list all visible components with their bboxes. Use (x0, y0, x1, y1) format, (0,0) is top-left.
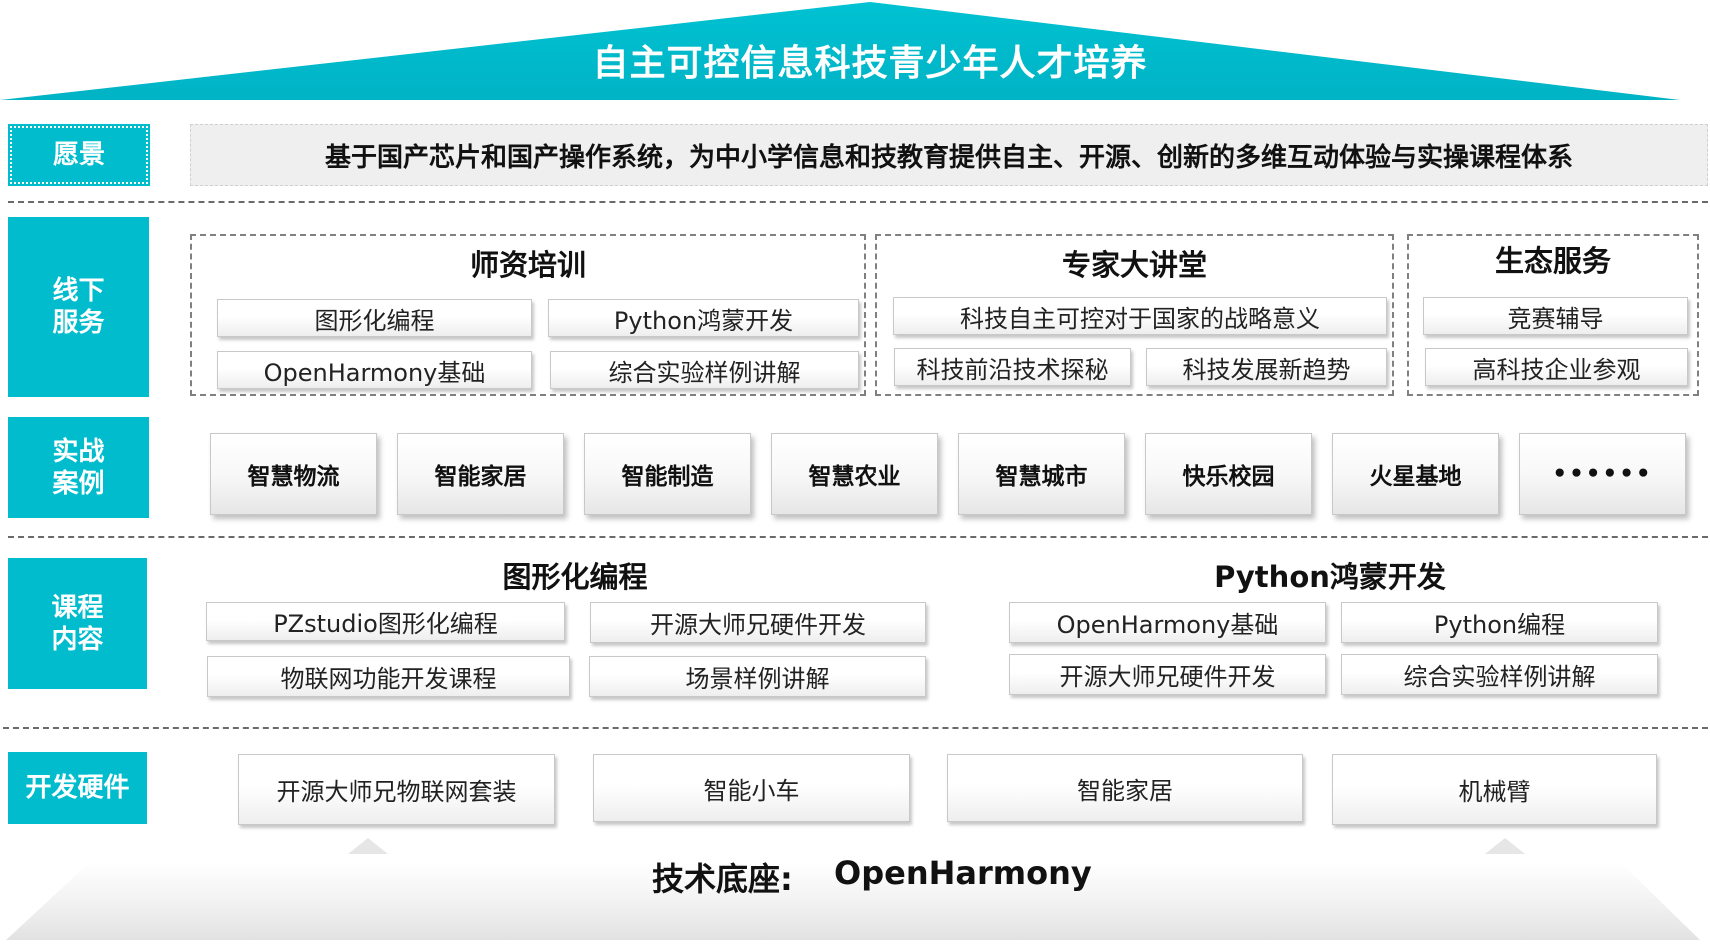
graphical-programming-title: 图形化编程 (502, 560, 648, 594)
course-item: 开源大师兄硬件开发 (1009, 654, 1326, 695)
separator (8, 201, 1708, 203)
base-platform (6, 862, 1700, 940)
ecosystem-service-group (1407, 234, 1699, 396)
case-card: 快乐校园 (1145, 433, 1312, 515)
tech-base-value: OpenHarmony (834, 854, 1092, 892)
teacher-training-title: 师资培训 (469, 248, 586, 282)
case-card: 智能制造 (584, 433, 751, 515)
case-card-more: •••••• (1519, 433, 1686, 515)
python-harmony-title: Python鸿蒙开发 (1214, 560, 1446, 594)
course-item: 物联网功能开发课程 (207, 656, 570, 697)
course-item: 开源大师兄硬件开发 (590, 602, 926, 643)
service-item: 科技前沿技术探秘 (894, 348, 1131, 386)
service-item: OpenHarmony基础 (217, 351, 532, 389)
service-item: 高科技企业参观 (1425, 348, 1688, 386)
service-item: 图形化编程 (217, 299, 532, 337)
expert-lecture-title: 专家大讲堂 (1061, 248, 1207, 282)
offline-service-label: 线下 服务 (8, 217, 149, 397)
case-card: 火星基地 (1332, 433, 1499, 515)
expert-lecture-group (875, 234, 1394, 396)
service-item: Python鸿蒙开发 (548, 299, 859, 337)
tech-base-label: 技术底座: (652, 860, 793, 898)
course-item: OpenHarmony基础 (1009, 602, 1326, 643)
case-card: 智慧物流 (210, 433, 377, 515)
separator (8, 536, 1708, 538)
course-item: PZstudio图形化编程 (206, 602, 565, 641)
course-item: 场景样例讲解 (589, 656, 926, 697)
teacher-training-group (190, 234, 866, 396)
service-item: 综合实验样例讲解 (550, 351, 859, 389)
vision-label: 愿景 (8, 124, 150, 186)
service-item: 科技自主可控对于国家的战略意义 (893, 297, 1387, 335)
course-item: Python编程 (1341, 602, 1658, 643)
arrow-up-icon (1485, 838, 1525, 854)
course-item: 综合实验样例讲解 (1341, 654, 1658, 695)
hardware-item: 智能小车 (593, 754, 910, 822)
hardware-item: 机械臂 (1332, 754, 1657, 825)
service-item: 科技发展新趋势 (1146, 348, 1387, 386)
separator (3, 727, 1708, 729)
roof-banner (0, 2, 1680, 100)
case-card: 智能家居 (397, 433, 564, 515)
practical-cases-label: 实战 案例 (8, 417, 149, 518)
case-card: 智慧城市 (958, 433, 1125, 515)
vision-text: 基于国产芯片和国产操作系统，为中小学信息和技教育提供自主、开源、创新的多维互动体… (190, 124, 1708, 186)
service-item: 竞赛辅导 (1423, 297, 1688, 335)
hardware-item: 智能家居 (947, 754, 1303, 822)
dev-hardware-label: 开发硬件 (8, 752, 147, 824)
course-content-label: 课程 内容 (8, 558, 147, 689)
hardware-item: 开源大师兄物联网套装 (238, 754, 555, 825)
page-title: 自主可控信息科技青少年人才培养 (592, 43, 1148, 84)
case-card: 智慧农业 (771, 433, 938, 515)
arrow-up-icon (348, 838, 388, 854)
ecosystem-service-title: 生态服务 (1494, 244, 1611, 278)
